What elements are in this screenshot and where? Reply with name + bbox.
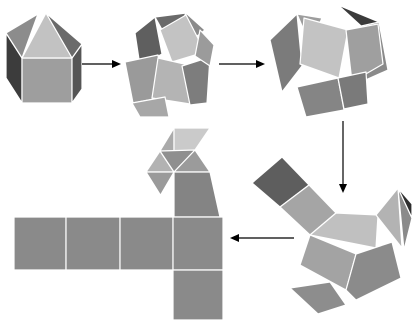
net-square-4	[173, 217, 223, 270]
ring-bottom-right	[338, 72, 368, 109]
stage-folded-solid	[6, 13, 82, 103]
strip-bottom-end	[290, 282, 346, 314]
ring-bottom-left	[297, 78, 344, 117]
stage-curved-strip	[252, 157, 412, 314]
net-square-1	[14, 217, 66, 270]
arrow-stage1-to-stage2	[82, 60, 121, 68]
net-square-2	[66, 217, 120, 270]
arrow-stage4-to-stage5	[230, 234, 294, 242]
arrow-stage3-to-stage4	[339, 121, 347, 193]
strip-triangle-top	[376, 188, 402, 248]
ring-left-flap	[270, 14, 302, 92]
stage-flat-net	[14, 128, 223, 320]
strip-segment-4	[346, 242, 401, 300]
ring-center-light	[300, 18, 348, 78]
stage-opened-ring	[270, 5, 388, 117]
solid-front-face	[22, 58, 72, 103]
stage-partially-unfolded	[125, 13, 214, 117]
net-square-3	[120, 217, 173, 270]
net-square-bottom	[173, 270, 223, 320]
net-triangle-bottom-left	[146, 172, 174, 217]
arrow-stage2-to-stage3	[219, 60, 265, 68]
net-triangle-bottom-right	[174, 172, 220, 217]
